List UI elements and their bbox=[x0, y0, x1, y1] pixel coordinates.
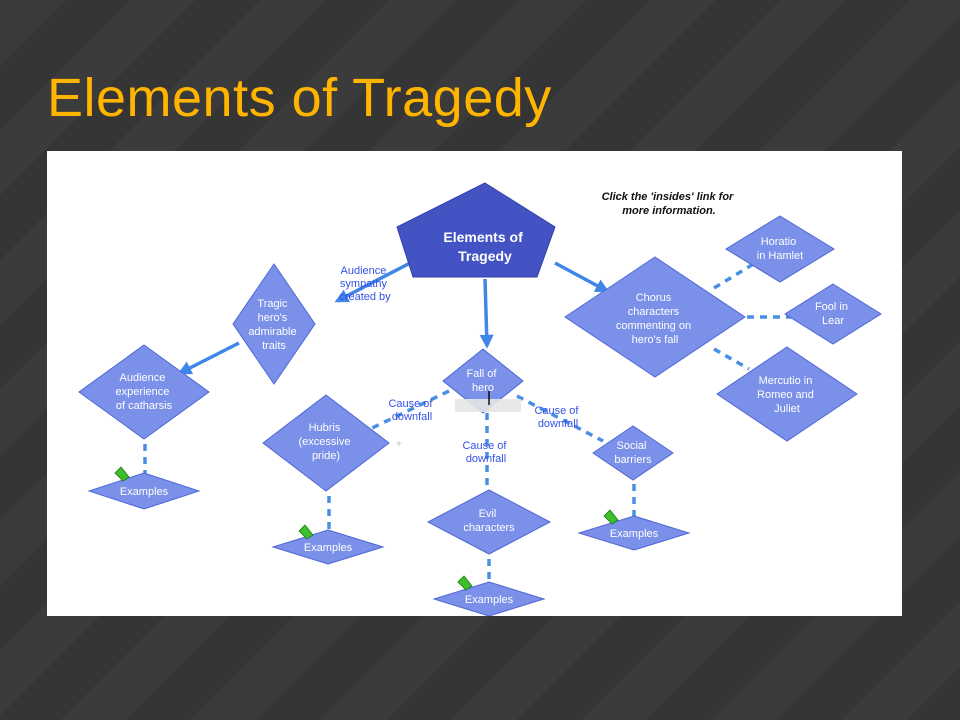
insides-link-icon[interactable] bbox=[457, 575, 473, 591]
concept-map: Audience sympathy created by Cause of do… bbox=[78, 182, 882, 616]
edge-root-to-traits bbox=[334, 259, 415, 303]
examples-social[interactable]: Examples bbox=[577, 515, 691, 551]
svg-text:Horatio in Hamlet: Horatio in Hamlet bbox=[757, 236, 803, 262]
node-social-barriers[interactable]: Social barriers bbox=[592, 425, 674, 481]
node-mercutio[interactable]: Mercutio in Romeo and Juliet bbox=[716, 346, 858, 442]
svg-text:Examples: Examples bbox=[304, 542, 353, 554]
node-elements-of-tragedy[interactable]: Elements of Tragedy bbox=[396, 182, 556, 278]
examples-catharsis[interactable]: Examples bbox=[87, 472, 201, 510]
concept-map-panel: Audience sympathy created by Cause of do… bbox=[47, 151, 902, 616]
svg-text:Evil characters: Evil characters bbox=[463, 508, 515, 534]
svg-text:Examples: Examples bbox=[120, 486, 169, 498]
svg-text:Audience experience: Audience experience of catharsis bbox=[116, 372, 173, 412]
edges bbox=[143, 259, 792, 583]
node-audience-catharsis[interactable]: Audience experience of catharsis bbox=[78, 344, 210, 440]
svg-text:Fool in Lear: Fool in Lear bbox=[815, 301, 851, 327]
link-label-cause-center: Cause of downfall bbox=[462, 440, 509, 465]
edge-chorus-to-mercutio bbox=[713, 347, 750, 371]
node-horatio[interactable]: Horatio in Hamlet bbox=[725, 215, 835, 283]
plus-icon: + bbox=[396, 439, 402, 450]
node-fall-of-hero[interactable]: Fall of hero bbox=[442, 348, 524, 414]
svg-text:Chorus characters: Chorus characters commenting on hero's f… bbox=[616, 292, 694, 346]
link-label-sympathy: Audience sympathy created by bbox=[339, 265, 391, 303]
edge-fall-to-social bbox=[516, 394, 604, 443]
edge-traits-to-catharsis bbox=[177, 341, 240, 375]
insides-link-icon[interactable] bbox=[114, 466, 130, 482]
edge-root-to-fall bbox=[479, 278, 494, 349]
node-chorus[interactable]: Chorus characters commenting on hero's f… bbox=[564, 256, 746, 378]
examples-evil[interactable]: Examples bbox=[432, 581, 546, 616]
slide-title: Elements of Tragedy bbox=[47, 68, 552, 128]
svg-text:Elements of Tragedy: Elements of Tragedy bbox=[443, 229, 526, 264]
text-caret-box bbox=[455, 399, 521, 412]
node-hubris[interactable]: Hubris (excessive pride) + bbox=[262, 394, 402, 492]
edge-chorus-to-horatio bbox=[713, 261, 756, 290]
insides-link-icon[interactable] bbox=[603, 509, 619, 525]
node-fool-in-lear[interactable]: Fool in Lear bbox=[784, 283, 882, 345]
svg-text:Examples: Examples bbox=[465, 594, 514, 606]
node-evil-characters[interactable]: Evil characters bbox=[426, 489, 552, 555]
examples-hubris[interactable]: Examples bbox=[271, 529, 385, 565]
svg-text:Mercutio in Romeo and: Mercutio in Romeo and Juliet bbox=[757, 375, 817, 415]
node-tragic-hero-traits[interactable]: Tragic hero's admirable traits bbox=[232, 263, 316, 385]
svg-text:Hubris (excessive: Hubris (excessive pride) bbox=[298, 422, 353, 462]
insides-instruction-note: Click the 'insides' link for more inform… bbox=[602, 191, 737, 217]
svg-text:Tragic hero's admi: Tragic hero's admirable traits bbox=[248, 298, 299, 352]
edge-fall-to-hubris bbox=[369, 389, 450, 431]
link-label-cause-left: Cause of downfall bbox=[388, 398, 435, 423]
svg-text:Social barriers: Social barriers bbox=[614, 440, 652, 466]
svg-text:Examples: Examples bbox=[610, 528, 659, 540]
link-label-cause-right: Cause of downfall bbox=[534, 405, 581, 430]
edge-root-to-chorus bbox=[554, 261, 610, 293]
insides-link-icon[interactable] bbox=[298, 524, 314, 540]
